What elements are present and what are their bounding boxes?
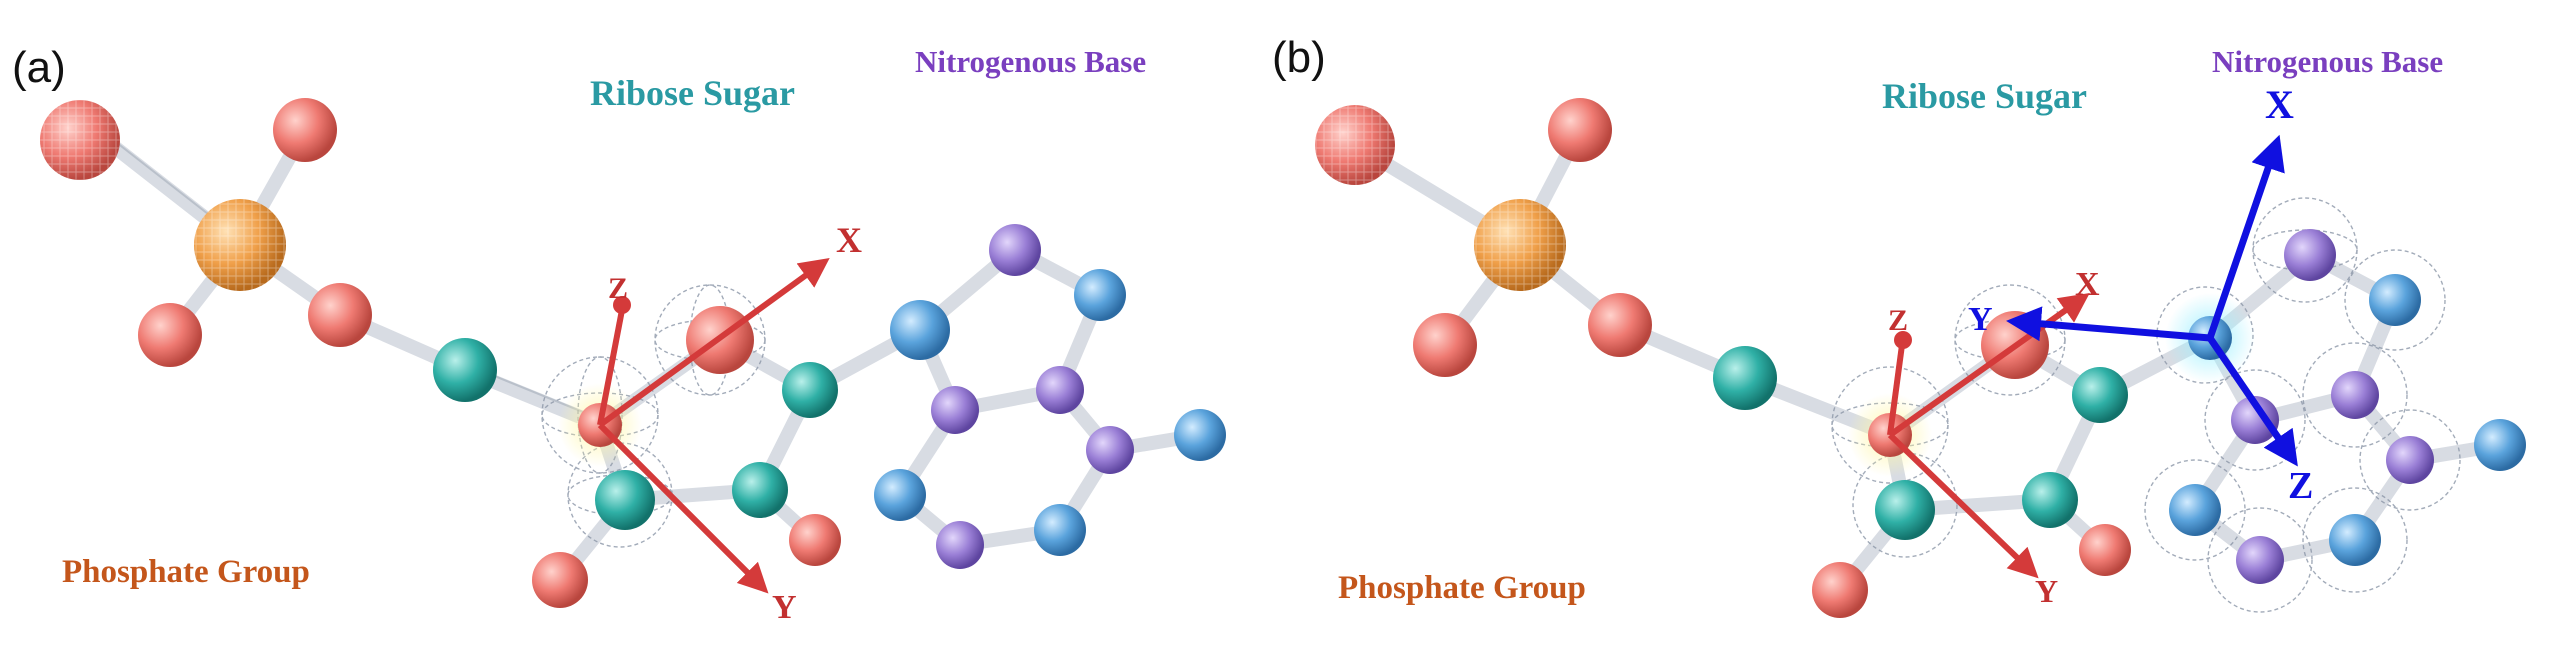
red-z-axis-arrow [1887, 344, 1905, 436]
panel-b: (b) [1272, 33, 2526, 618]
carbon-atom [433, 338, 497, 402]
base-carbon-atom [2369, 274, 2421, 326]
z-axis-label: Z [608, 272, 628, 305]
blue-z-axis-label: Z [2288, 465, 2313, 507]
phosphate-group-label: Phosphate Group [62, 554, 310, 590]
blue-x-axis-label: X [2265, 82, 2294, 127]
base-carbon-atom [1034, 504, 1086, 556]
x-axis-label: X [836, 220, 862, 260]
z-axis-arrow [597, 309, 625, 426]
y-axis-label: Y [772, 589, 797, 626]
nitrogenous-base-label: Nitrogenous Base [2212, 44, 2443, 79]
red-x-axis-label: X [2075, 266, 2100, 303]
blue-x-axis-arrow [2206, 134, 2285, 340]
carbon-atom [2072, 367, 2128, 423]
panel-a-atom-texture [40, 100, 286, 291]
ribose-sugar-label: Ribose Sugar [1882, 76, 2087, 116]
panel-b-blue-axes [2006, 134, 2298, 467]
panel-b-letter: (b) [1272, 33, 1326, 82]
carbon-atom [732, 462, 788, 518]
oxygen-atom [1413, 313, 1477, 377]
carbon-atom [2022, 472, 2078, 528]
blue-y-axis-arrow [2006, 306, 2211, 342]
panel-a-atoms [40, 98, 1226, 608]
nitrogen-atom [2386, 436, 2434, 484]
oxygen-atom [1588, 293, 1652, 357]
nitrogenous-base-label: Nitrogenous Base [915, 44, 1146, 79]
z-axis-tip [613, 296, 631, 314]
base-carbon-atom [1074, 269, 1126, 321]
carbon-atom [1875, 480, 1935, 540]
oxygen-atom [1812, 562, 1868, 618]
panel-a: (a) [12, 43, 1226, 626]
carbon-atom [595, 470, 655, 530]
panel-a-red-axes [597, 257, 830, 594]
oxygen-atom [789, 514, 841, 566]
base-carbon-atom [2169, 484, 2221, 536]
carbon-atom [1713, 346, 1777, 410]
nitrogen-atom [2331, 371, 2379, 419]
nitrogen-atom [936, 521, 984, 569]
red-z-axis-tip [1894, 331, 1912, 349]
nitrogen-atom [1036, 366, 1084, 414]
blue-z-axis-arrow [2207, 336, 2298, 467]
ribose-sugar-label: Ribose Sugar [590, 73, 795, 113]
oxygen-atom [308, 283, 372, 347]
oxygen-atom [1548, 98, 1612, 162]
base-carbon-atom [874, 469, 926, 521]
base-carbon-atom [2474, 419, 2526, 471]
panel-a-letter: (a) [12, 43, 66, 92]
red-y-axis-arrow [1887, 432, 2039, 579]
nitrogen-atom [2236, 536, 2284, 584]
panel-b-atom-texture [1315, 105, 1566, 291]
nitrogen-atom [1086, 426, 1134, 474]
x-axis-arrow [598, 257, 830, 428]
base-carbon-atom [890, 300, 950, 360]
nitrogen-atom [931, 386, 979, 434]
carbon-atom [782, 362, 838, 418]
phosphate-group-label: Phosphate Group [1338, 570, 1586, 606]
panel-b-atoms [1315, 98, 2526, 618]
oxygen-atom [2079, 524, 2131, 576]
oxygen-atom [138, 303, 202, 367]
base-carbon-atom [1174, 409, 1226, 461]
oxygen-atom [273, 98, 337, 162]
red-y-axis-label: Y [2035, 573, 2058, 609]
red-z-axis-label: Z [1888, 304, 1908, 337]
y-axis-arrow [597, 422, 769, 594]
base-carbon-atom [2329, 514, 2381, 566]
nitrogen-atom [2284, 229, 2336, 281]
oxygen-atom [532, 552, 588, 608]
blue-y-axis-label: Y [1968, 301, 1993, 338]
nitrogen-atom [989, 224, 1041, 276]
panel-a-bond-outlines [79, 113, 601, 420]
